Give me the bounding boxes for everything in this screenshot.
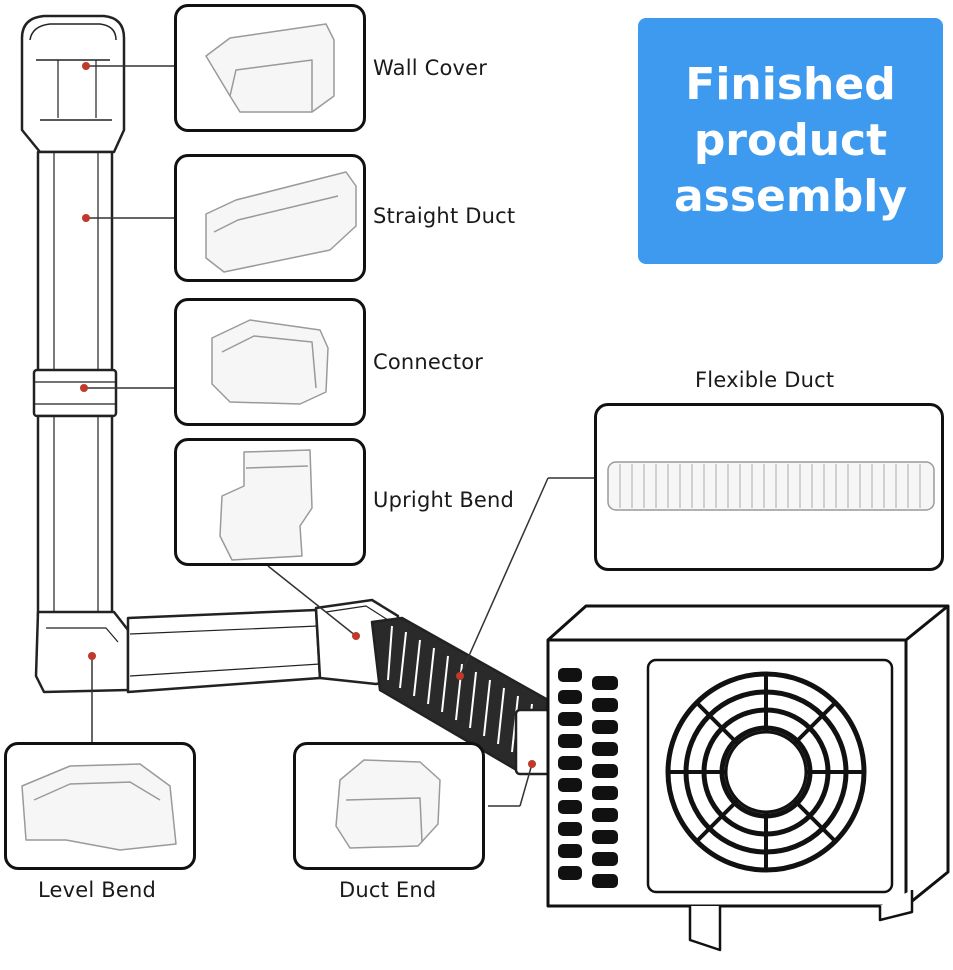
duct-assembly: [20, 14, 552, 776]
level-bend-icon: [21, 763, 177, 851]
flexible-duct-label: Flexible Duct: [695, 368, 835, 392]
straight-duct-icon: [205, 171, 357, 273]
level-bend-label: Level Bend: [38, 878, 157, 902]
upright-bend-icon: [219, 449, 313, 561]
connector-icon: [211, 319, 329, 405]
straight-duct-installed: [36, 150, 114, 376]
marker-duct-end: [528, 760, 536, 768]
banner-text: Finished product assembly: [673, 59, 908, 222]
flexible-duct-icon: [607, 461, 935, 511]
finished-assembly-banner: Finished product assembly: [638, 18, 943, 264]
marker-straight-duct: [82, 214, 90, 222]
outdoor-ac-unit: [546, 604, 950, 952]
duct-end-icon: [335, 759, 441, 849]
wall-cover-icon: [205, 23, 335, 113]
wall-cover-installed: [20, 14, 126, 154]
straight-duct-label: Straight Duct: [373, 204, 516, 228]
marker-flexible-duct: [456, 672, 464, 680]
wall-cover-label: Wall Cover: [373, 56, 488, 80]
marker-upright-bend: [352, 632, 360, 640]
duct-end-label: Duct End: [339, 878, 437, 902]
marker-wall-cover: [82, 62, 90, 70]
upright-bend-label: Upright Bend: [373, 488, 515, 512]
markers: [80, 62, 536, 768]
leader-lines: [84, 65, 594, 807]
marker-connector: [80, 384, 88, 392]
marker-level-bend: [88, 652, 96, 660]
connector-label: Connector: [373, 350, 484, 374]
